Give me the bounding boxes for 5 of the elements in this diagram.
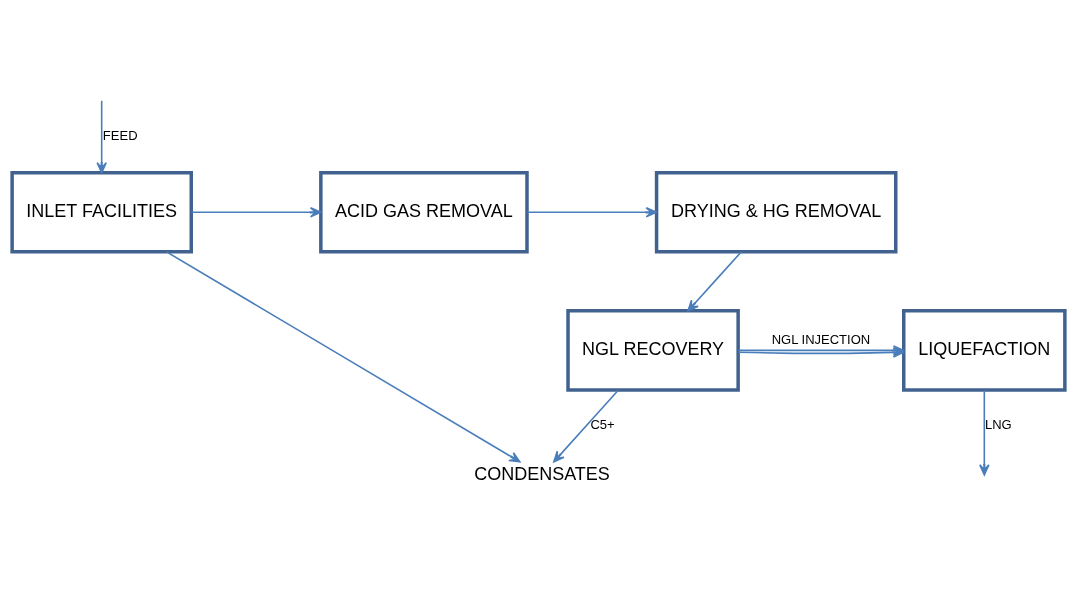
edge-label: LNG [984,417,1012,433]
edge-label: FEED [102,128,138,144]
edge-label: C5+ [590,417,615,433]
edge-label: NGL INJECTION [771,331,871,347]
node-text: CONDENSATES [474,464,610,485]
